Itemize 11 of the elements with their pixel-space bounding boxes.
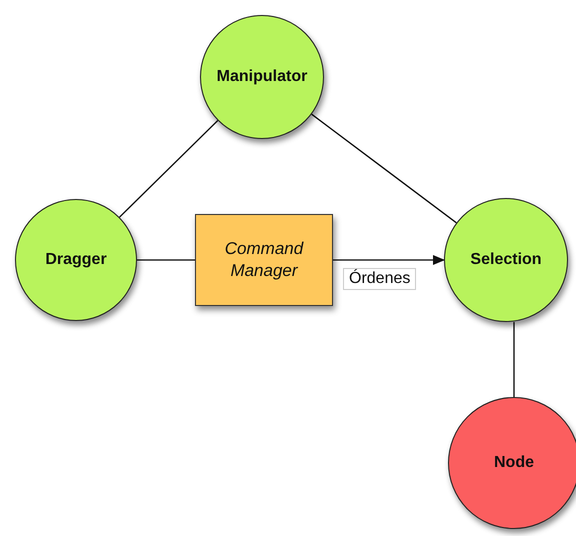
connector-line — [119, 120, 218, 218]
node-label: Selection — [470, 251, 542, 269]
connector-line — [137, 259, 195, 261]
node-label: Manipulator — [216, 68, 308, 86]
connector-line — [311, 114, 457, 224]
node-label: Dragger — [45, 251, 107, 269]
node-label: Command Manager — [224, 238, 305, 282]
arrow — [333, 255, 445, 265]
process-box — [195, 214, 333, 306]
edge-label: Órdenes — [343, 268, 416, 290]
node-label: Node — [494, 454, 534, 472]
